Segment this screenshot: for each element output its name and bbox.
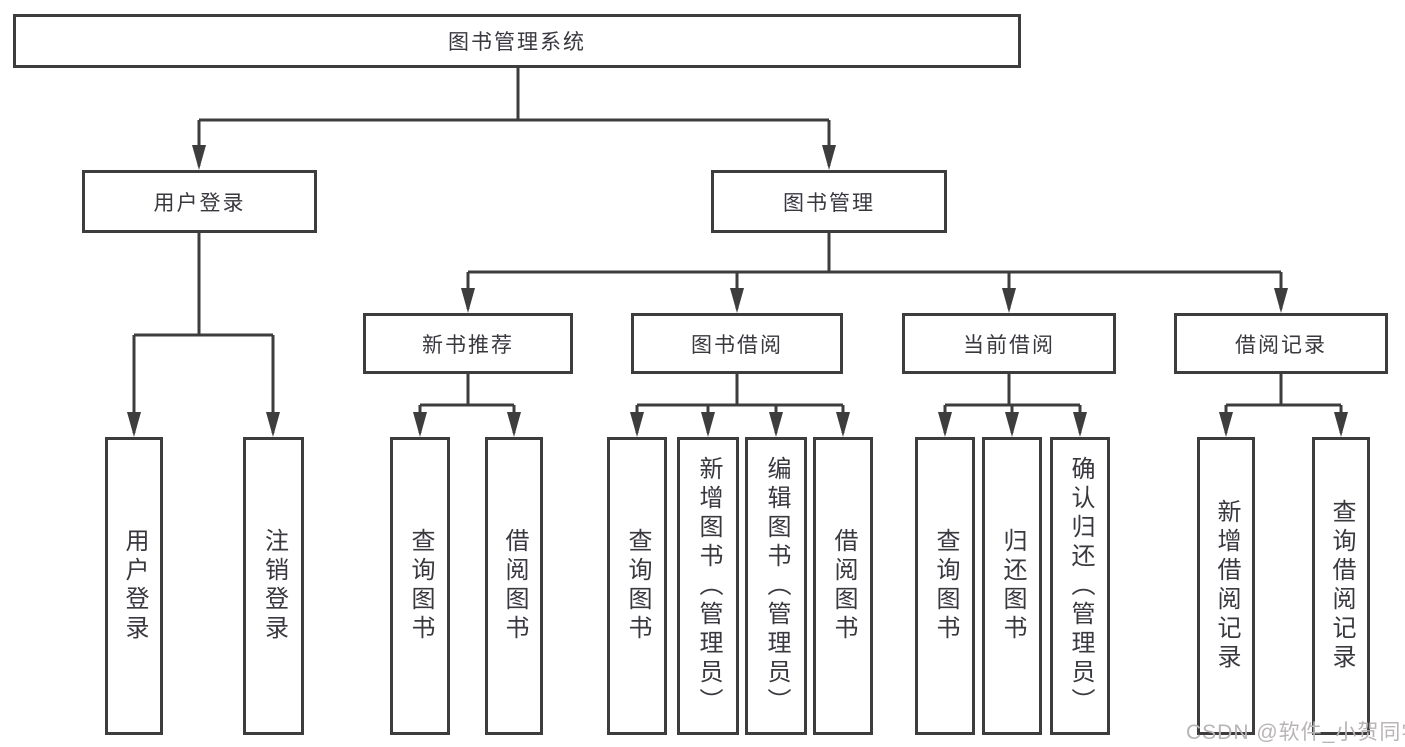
leaf-return-books: 归还图书 [982,437,1042,735]
leaf-query-books-borrow: 查询图书 [607,437,667,735]
node-label: 借阅记录 [1235,333,1327,357]
node-label: 查询图书 [932,528,959,644]
node-label: 图书管理系统 [448,31,586,54]
node-label: 图书借阅 [691,333,783,357]
node-label: 编辑图书（管理员） [763,455,790,717]
node-current-borrow: 当前借阅 [902,313,1116,374]
node-label: 新增借阅记录 [1213,499,1240,673]
node-borrow-records: 借阅记录 [1174,313,1388,374]
leaf-borrow-books-recommend: 借阅图书 [485,437,543,735]
node-label: 注销登录 [260,528,288,644]
node-label: 借阅图书 [501,528,528,644]
leaf-query-borrow-record: 查询借阅记录 [1312,437,1370,735]
node-label: 新书推荐 [422,333,514,357]
node-label: 查询图书 [407,528,434,644]
node-label: 图书管理 [783,191,875,215]
node-library-management-system: 图书管理系统 [13,14,1021,68]
leaf-edit-books-admin: 编辑图书（管理员） [745,437,807,735]
node-label: 用户登录 [153,191,246,215]
node-label: 借阅图书 [830,528,857,644]
leaf-add-books-admin: 新增图书（管理员） [677,437,739,735]
leaf-query-books-recommend: 查询图书 [390,437,450,735]
node-user-login: 用户登录 [82,170,317,233]
node-label: 确认归还（管理员） [1067,455,1094,717]
leaf-logout-login: 注销登录 [243,437,304,735]
leaf-user-login: 用户登录 [105,437,163,735]
leaf-confirm-return-admin: 确认归还（管理员） [1050,437,1110,735]
node-book-management: 图书管理 [711,170,947,233]
node-book-borrow: 图书借阅 [631,313,843,374]
node-new-book-recommend: 新书推荐 [363,313,573,374]
node-label: 归还图书 [999,528,1026,644]
node-label: 用户登录 [121,528,148,644]
leaf-add-borrow-record: 新增借阅记录 [1197,437,1255,735]
leaf-borrow-books: 借阅图书 [813,437,873,735]
node-label: 当前借阅 [963,333,1055,357]
node-label: 新增图书（管理员） [695,455,722,717]
arrowheads [127,145,1348,437]
node-label: 查询借阅记录 [1328,499,1355,673]
leaf-query-books-current: 查询图书 [915,437,975,735]
node-label: 查询图书 [624,528,651,644]
csdn-watermark: CSDN @软件_小贺同学 [1186,721,1405,744]
